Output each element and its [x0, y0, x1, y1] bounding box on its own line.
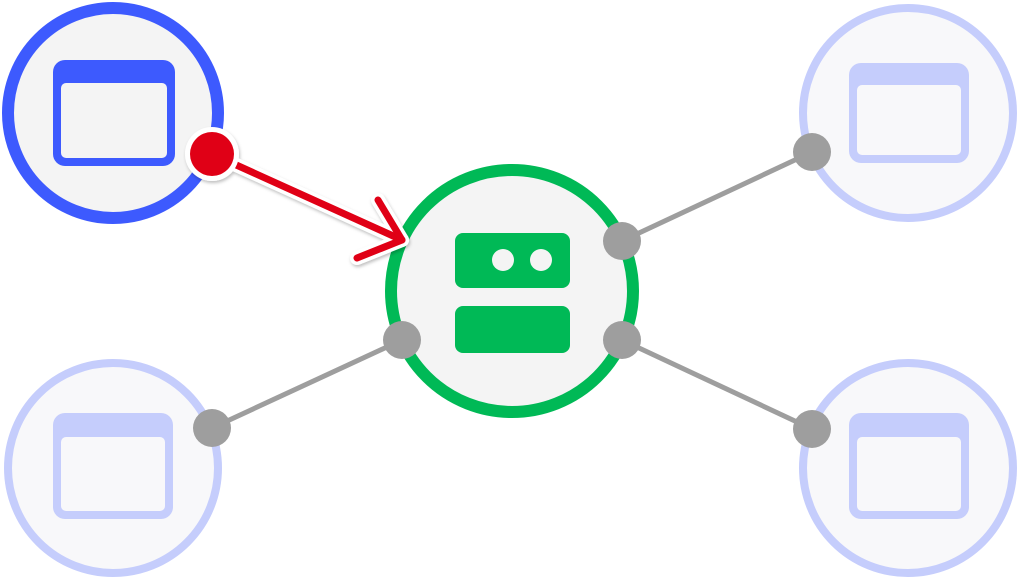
client-node-top-right	[799, 4, 1017, 222]
request-arrow	[185, 127, 409, 265]
server-node	[385, 164, 639, 418]
connector-line-bottom-left	[210, 337, 404, 431]
browser-window-icon	[53, 413, 173, 519]
connector-dot-bottom-left-client	[193, 409, 231, 447]
connector-dot-center-top-right	[603, 222, 641, 260]
connector-dot-top-right-client	[793, 133, 831, 171]
browser-window-icon	[849, 63, 969, 163]
server-icon	[455, 233, 570, 353]
connector-line-bottom-right	[620, 337, 814, 432]
browser-window-icon	[849, 413, 969, 519]
client-node-bottom-left	[4, 359, 222, 577]
connector-line-top-right	[620, 149, 814, 244]
connector-dot-bottom-right-client	[793, 410, 831, 448]
client-node-bottom-right	[799, 359, 1017, 577]
connector-dot-center-bottom-right	[603, 321, 641, 359]
connector-dot-center-bottom-left	[383, 321, 421, 359]
client-node-active	[2, 2, 224, 224]
browser-window-icon	[53, 60, 175, 166]
